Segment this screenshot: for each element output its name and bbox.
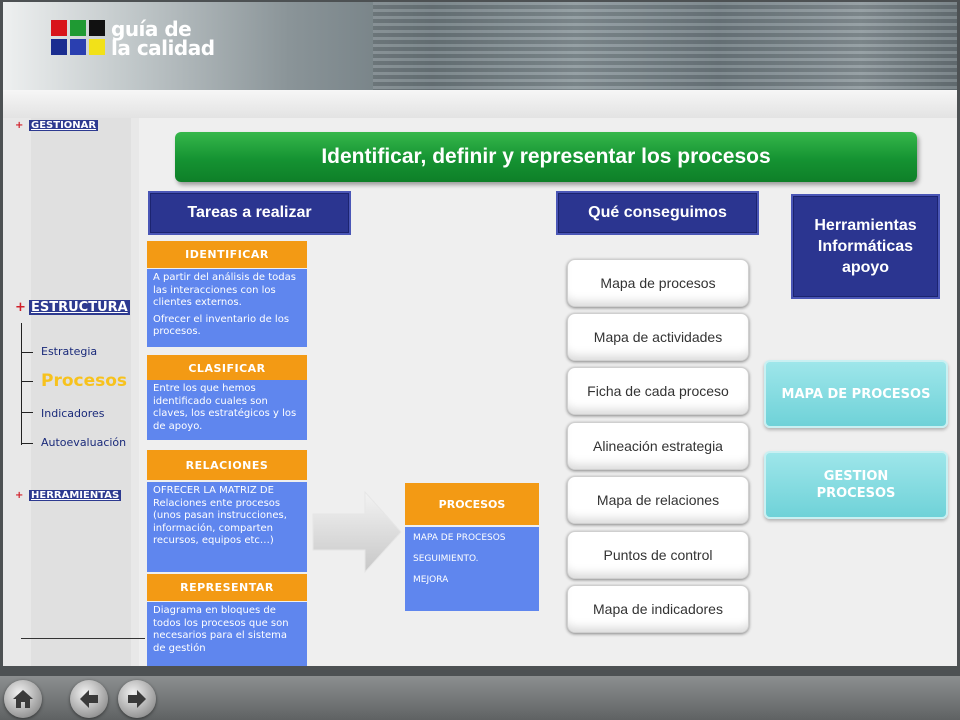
- nav-item-estrategia[interactable]: Estrategia: [41, 345, 98, 358]
- nav-estructura[interactable]: +ESTRUCTURA: [15, 300, 130, 315]
- expand-icon: +: [15, 490, 24, 501]
- forward-button[interactable]: [118, 680, 156, 718]
- tool-gestion-procesos-button[interactable]: GESTION PROCESOS: [764, 451, 948, 519]
- banner-texture: [373, 2, 957, 90]
- nav-item-indicadores[interactable]: Indicadores: [41, 407, 105, 420]
- arrow-right-icon: [128, 690, 146, 708]
- tool-mapa-procesos-button[interactable]: MAPA DE PROCESOS: [764, 360, 948, 428]
- task-identificar-title: IDENTIFICAR: [147, 241, 307, 268]
- sidebar: +GESTIONAR +ESTRUCTURA Estrategia Proces…: [3, 118, 145, 666]
- expand-icon: +: [15, 120, 24, 131]
- task-clasificar-title: CLASIFICAR: [147, 355, 307, 382]
- procesos-body: MAPA DE PROCESOS SEGUIMIENTO. MEJORA: [405, 527, 539, 611]
- nav-item-procesos[interactable]: Procesos: [41, 371, 128, 391]
- task-representar-body: Diagrama en bloques de todos los proceso…: [147, 602, 307, 666]
- nav-item-autoevaluacion[interactable]: Autoevaluación: [41, 436, 127, 449]
- outcome-mapa-procesos[interactable]: Mapa de procesos: [567, 259, 749, 307]
- logo-text: guía de la calidad: [111, 17, 215, 60]
- home-icon: [13, 690, 33, 708]
- task-representar-title: REPRESENTAR: [147, 574, 307, 601]
- outcome-puntos-control[interactable]: Puntos de control: [567, 531, 749, 579]
- outcome-alineacion-estrategia[interactable]: Alineación estrategia: [567, 422, 749, 470]
- content-area: +GESTIONAR +ESTRUCTURA Estrategia Proces…: [3, 118, 957, 666]
- conseguimos-header: Qué conseguimos: [556, 191, 759, 235]
- flow-arrow-icon: [312, 490, 402, 574]
- back-button[interactable]: [70, 680, 108, 718]
- nav-herramientas[interactable]: +HERRAMIENTAS: [15, 490, 122, 501]
- home-button[interactable]: [4, 680, 42, 718]
- logo-mark: [51, 20, 107, 56]
- task-relaciones-title: RELACIONES: [147, 450, 307, 480]
- header-belt: [3, 90, 957, 118]
- herramientas-header: Herramientas Informáticas apoyo: [791, 194, 940, 299]
- bottom-bar: [0, 676, 960, 720]
- outcome-mapa-relaciones[interactable]: Mapa de relaciones: [567, 476, 749, 524]
- outcome-ficha-proceso[interactable]: Ficha de cada proceso: [567, 367, 749, 415]
- task-identificar-body: A partir del análisis de todas las inter…: [147, 269, 307, 347]
- header-banner: guía de la calidad: [3, 2, 957, 90]
- task-clasificar-body: Entre los que hemos identificado cuales …: [147, 380, 307, 440]
- nav-gestionar[interactable]: +GESTIONAR: [15, 120, 99, 131]
- outcome-mapa-actividades[interactable]: Mapa de actividades: [567, 313, 749, 361]
- sidebar-divider: [21, 638, 145, 639]
- outcome-mapa-indicadores[interactable]: Mapa de indicadores: [567, 585, 749, 633]
- task-relaciones-body: OFRECER LA MATRIZ DE Relaciones ente pro…: [147, 482, 307, 572]
- procesos-title: PROCESOS: [405, 483, 539, 525]
- expand-icon: +: [15, 300, 26, 315]
- arrow-left-icon: [80, 690, 98, 708]
- page-title: Identificar, definir y representar los p…: [175, 132, 917, 182]
- tareas-header: Tareas a realizar: [148, 191, 351, 235]
